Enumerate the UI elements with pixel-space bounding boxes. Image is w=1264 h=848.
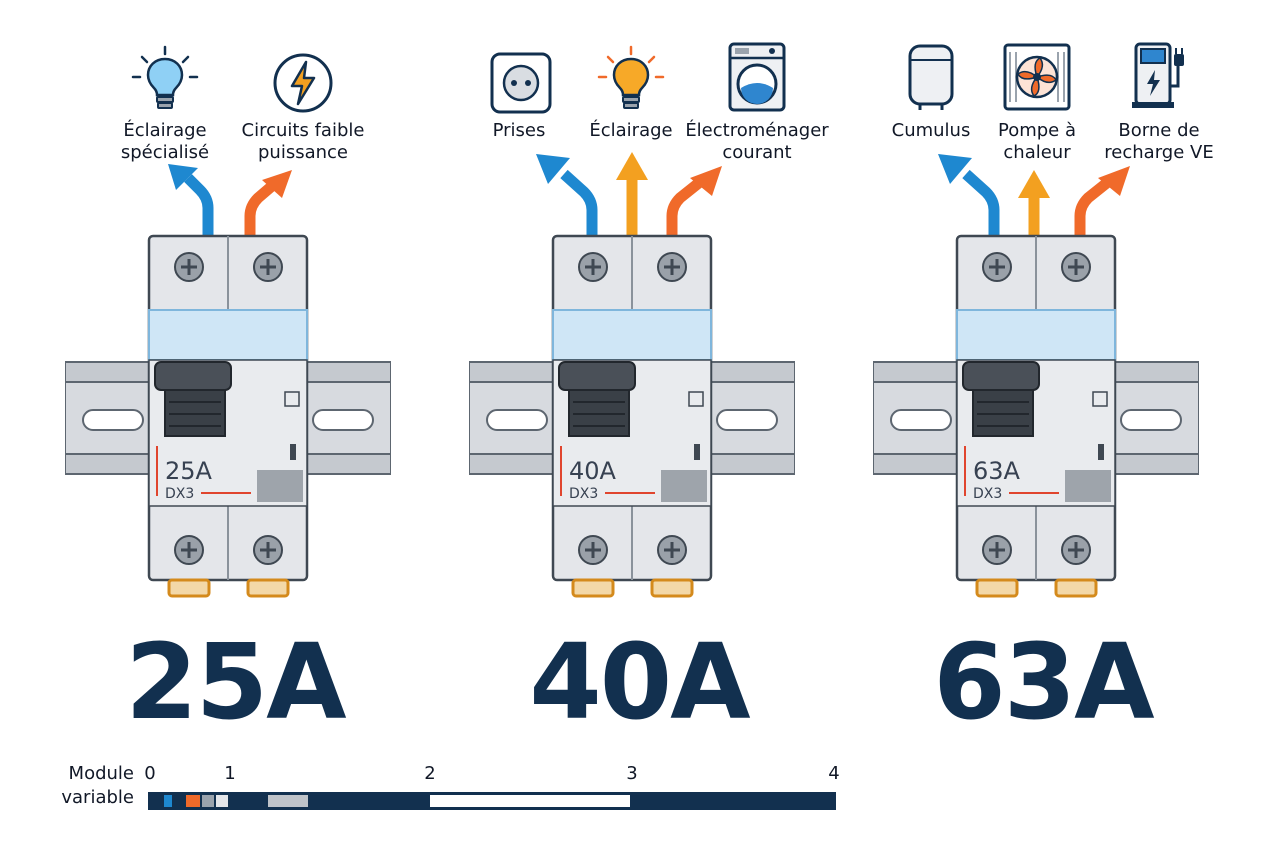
module-scale-label: Module variable	[61, 763, 134, 808]
ev-charger-icon	[1126, 40, 1196, 110]
heat-pump-fan-icon	[1002, 42, 1072, 112]
output-arrows	[938, 154, 1130, 236]
breaker-rating-text: 40A	[569, 457, 617, 485]
arrow-head-blue	[536, 154, 570, 184]
breaker-group-63a: Cumulus Pompe à chaleur Borne de recharg…	[808, 0, 1228, 848]
arrow-head-orange	[690, 166, 722, 196]
big-rating-label: 25A	[125, 621, 346, 743]
breaker-series-text: DX3	[973, 486, 1002, 502]
module-scale: Module variable 0 1 2 3 4	[54, 762, 854, 822]
water-heater-icon	[896, 42, 966, 112]
output-arrows	[168, 164, 292, 236]
breaker-rating-text: 25A	[165, 457, 213, 485]
breaker-group-25a: Éclairage spécialisé Circuits faible pui…	[0, 0, 420, 848]
arrow-head-orange	[1098, 166, 1130, 196]
module-tick-2: 2	[424, 763, 436, 784]
washing-machine-icon	[722, 42, 792, 112]
arrow-head-blue	[938, 154, 972, 184]
output-label-borne-de-recharge-ve: Borne de recharge VE	[1104, 120, 1214, 163]
lightning-bolt-icon	[268, 48, 338, 118]
breaker-40a: 40A DX3	[469, 234, 795, 604]
module-tick-1: 1	[224, 763, 236, 784]
arrow-head-orange	[262, 170, 292, 198]
output-label-pompe-a-chaleur: Pompe à chaleur	[997, 120, 1076, 163]
breaker-series-text: DX3	[569, 486, 598, 502]
wall-socket-icon	[486, 48, 556, 118]
light-bulb-icon	[596, 45, 666, 115]
arrow-head-amber	[1018, 170, 1050, 198]
output-label-eclairage-specialise: Éclairage spécialisé	[120, 120, 210, 163]
breaker-group-40a: Prises Éclairage Électroménager courant	[404, 0, 829, 848]
module-scale-bar	[148, 792, 836, 810]
breaker-63a: 63A DX3	[873, 234, 1199, 604]
module-tick-0: 0	[144, 763, 156, 784]
output-arrows	[536, 152, 722, 236]
output-label-eclairage: Éclairage	[589, 120, 673, 141]
output-label-circuits-faible-puissance: Circuits faible puissance	[241, 120, 365, 163]
breaker-rating-text: 63A	[973, 457, 1021, 485]
arrow-head-blue	[168, 164, 198, 190]
output-label-cumulus: Cumulus	[891, 120, 971, 141]
big-rating-label: 40A	[529, 621, 750, 743]
breaker-series-text: DX3	[165, 486, 194, 502]
output-label-electromenager-courant: Électroménager courant	[685, 120, 829, 163]
module-tick-4: 4	[828, 763, 840, 784]
arrow-head-amber	[616, 152, 648, 180]
big-rating-label: 63A	[933, 621, 1154, 743]
module-tick-3: 3	[626, 763, 638, 784]
breaker-25a: 25A DX3	[65, 234, 391, 604]
output-label-prises: Prises	[492, 120, 546, 141]
light-bulb-icon	[130, 45, 200, 115]
